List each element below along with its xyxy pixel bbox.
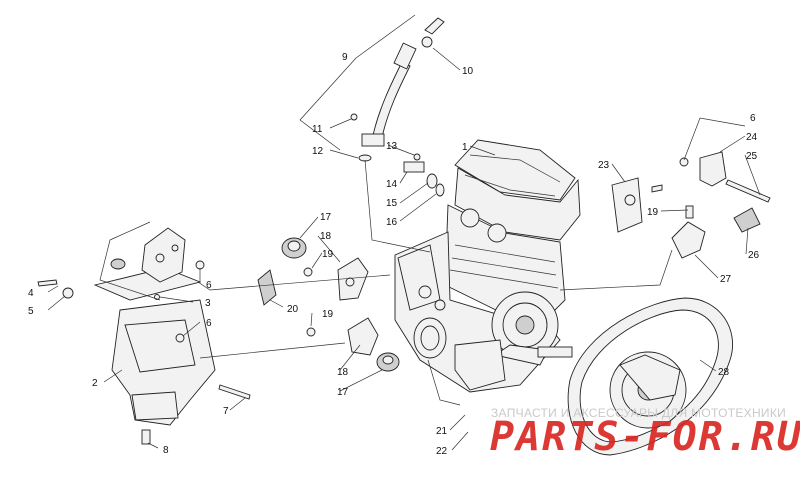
callout-17: 17 [337,387,349,398]
front-mount-lower [306,317,400,372]
mount-bracket [699,151,727,187]
bolt [651,184,663,193]
callout-6: 6 [750,113,756,124]
callout-labels: 1 2 3 4 5 6 6 6 7 8 9 10 11 12 13 14 15 … [28,52,760,457]
rubber-damper [733,207,761,233]
callout-16: 16 [386,217,398,228]
lower-bracket [671,221,706,259]
callout-1: 1 [462,142,468,153]
mount-bracket-upper [141,227,186,283]
long-bolt [725,179,771,203]
callout-25: 25 [746,151,758,162]
o-ring [435,183,445,197]
spark-plug-port [460,208,480,228]
washer [62,287,74,299]
callout-12: 12 [312,146,324,157]
rear-mount-assembly [611,151,771,259]
callout-9: 9 [342,52,348,63]
nut [175,333,185,343]
spark-plug-port [487,223,507,243]
nut [303,267,313,277]
callout-21: 21 [436,426,448,437]
bolt [37,279,58,287]
callout-7: 7 [223,406,229,417]
callout-2: 2 [92,378,98,389]
callout-20: 20 [287,304,299,315]
callout-19: 19 [322,309,334,320]
callout-18: 18 [320,231,332,242]
cylinder-block [444,204,566,321]
callout-24: 24 [746,132,758,143]
engine-mount-bracket [347,317,379,356]
nut [195,260,205,270]
callout-28: 28 [718,367,730,378]
dipstick-tube-assembly [350,17,445,162]
callout-26: 26 [748,250,760,261]
callout-8: 8 [163,445,169,456]
rear-bracket [611,177,643,233]
rubber-pad [257,269,277,306]
callout-4: 4 [28,288,34,299]
callout-10: 10 [462,66,474,77]
bolt [141,429,151,445]
callout-11: 11 [312,124,323,135]
bolt [413,153,421,161]
mount-frame-assembly [37,227,251,445]
watermark-tagline: ЗАПЧАСТИ И АКСЕССУАРЫ ДЛЯ МОТОТЕХНИКИ [491,406,786,420]
callout-3: 3 [205,298,211,309]
callout-14: 14 [386,179,398,190]
nut [679,157,689,167]
bolt [218,384,251,400]
engine-assembly [394,139,581,393]
tube-flange [361,133,385,147]
leader-lines [47,14,761,451]
watermark: ЗАПЧАСТИ И АКСЕССУАРЫ ДЛЯ МОТОТЕХНИКИ PA… [490,406,800,460]
callout-22: 22 [436,446,448,457]
fittings-13-16 [403,153,445,197]
callout-19: 19 [322,249,334,260]
o-ring [421,36,433,48]
callout-27: 27 [720,274,732,285]
callout-18: 18 [337,367,349,378]
front-mount-left [257,237,369,306]
callout-13: 13 [386,141,398,152]
dipstick-cap [424,17,445,35]
dipstick-tube [371,61,411,143]
fitting [403,161,425,173]
callout-17: 17 [320,212,332,223]
washer [426,173,438,189]
nut [306,327,316,337]
callout-5: 5 [28,306,34,317]
callout-6: 6 [206,318,212,329]
bushing [110,258,126,270]
watermark-brand: PARTS-FOR.RU [490,414,800,460]
callout-23: 23 [598,160,610,171]
tube-fitting [393,42,417,70]
output-shaft [537,346,573,358]
callout-19: 19 [647,207,659,218]
bolt [685,205,694,219]
bolt [350,113,358,121]
callout-15: 15 [386,198,398,209]
callout-6: 6 [206,280,212,291]
clutch-and-belt [567,297,734,456]
